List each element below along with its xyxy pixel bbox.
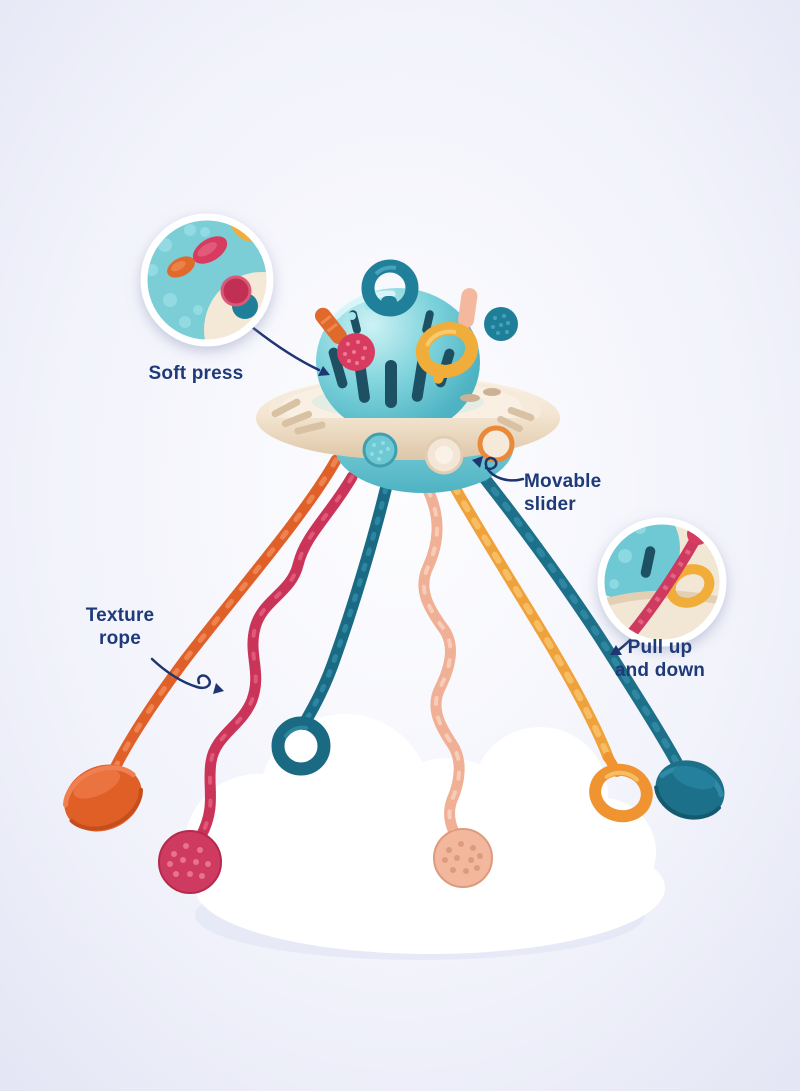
string-dark-teal bbox=[464, 454, 725, 820]
detail-red-button bbox=[192, 236, 228, 264]
dome-knobs bbox=[314, 259, 518, 384]
orange-cone bbox=[314, 307, 348, 345]
yellow-ring-handle bbox=[415, 322, 479, 384]
string-yellow-loop bbox=[448, 480, 653, 823]
label-movable-slider: Movable slider bbox=[524, 471, 602, 516]
label-pull-up-and-down: Pull up and down bbox=[614, 637, 706, 682]
label-texture-rope: Texture rope bbox=[85, 605, 155, 650]
red-disc bbox=[158, 830, 222, 894]
teal-textured-ball bbox=[484, 307, 518, 341]
slider-orange-ring-circle bbox=[477, 425, 515, 463]
annotation-arrows bbox=[150, 325, 632, 694]
teal-ring bbox=[271, 716, 331, 776]
string-teal-ring bbox=[271, 482, 392, 776]
slider-circles bbox=[362, 425, 515, 475]
detail-deep-red-button bbox=[220, 275, 252, 307]
arrow-texture-rope bbox=[150, 657, 224, 694]
label-soft-press: Soft press bbox=[148, 363, 244, 384]
detail-orange-button bbox=[167, 256, 195, 278]
dark-teal-disc bbox=[654, 760, 725, 820]
callout-pull-string-detail bbox=[597, 517, 727, 647]
callout-soft-press-detail bbox=[140, 213, 274, 347]
top-loop bbox=[361, 259, 419, 317]
red-textured-ball bbox=[337, 333, 375, 371]
pull-strings bbox=[63, 454, 725, 894]
string-orange bbox=[63, 454, 342, 832]
detail-yellow-ring bbox=[665, 564, 715, 608]
peach-disc bbox=[433, 828, 493, 888]
string-red bbox=[158, 471, 358, 894]
clouds bbox=[184, 714, 665, 960]
ufo-toy bbox=[256, 259, 560, 493]
yellow-loop bbox=[589, 763, 653, 823]
arrow-soft-press bbox=[250, 325, 330, 376]
arrow-movable-slider bbox=[472, 456, 525, 482]
slider-teal-circle bbox=[362, 432, 398, 468]
string-peach bbox=[418, 484, 493, 888]
orange-disc bbox=[63, 764, 143, 832]
arrow-pull-up bbox=[610, 638, 632, 655]
slider-cream-circle bbox=[424, 435, 464, 475]
peach-knob bbox=[458, 288, 478, 328]
saucer-vents bbox=[271, 398, 535, 435]
